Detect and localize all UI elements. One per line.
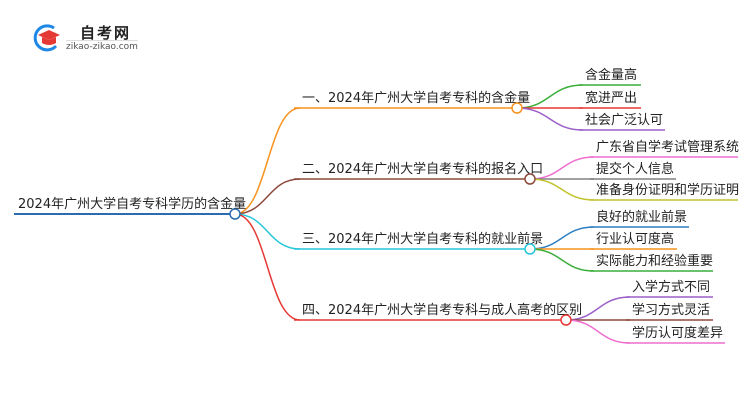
leaf-topic: 社会广泛认可: [585, 112, 663, 128]
root-topic: 2024年广州大学自考专科学历的含金量: [18, 196, 246, 212]
branch-topic: 三、2024年广州大学自考专科的就业前景: [302, 231, 543, 247]
leaf-topic: 提交个人信息: [596, 161, 674, 177]
leaf-connector: [529, 178, 595, 201]
branch-node-circle: [524, 243, 536, 255]
leaf-topic: 实际能力和经验重要: [596, 253, 713, 269]
leaf-topic: 行业认可度高: [596, 231, 674, 247]
leaf-connector: [516, 107, 584, 131]
branch-topic: 四、2024年广州大学自考专科与成人高考的区别: [302, 302, 582, 318]
leaf-topic: 准备身份证明和学历证明: [596, 182, 739, 198]
leaf-topic: 学习方式灵活: [632, 302, 710, 318]
branch-node-circle: [560, 314, 572, 326]
leaf-topic: 宽进严出: [585, 90, 637, 106]
leaf-connector: [529, 248, 595, 272]
root-branch-connector: [234, 213, 301, 321]
leaf-topic: 良好的就业前景: [596, 209, 687, 225]
root-branch-connector: [234, 178, 301, 215]
root-branch-connector: [234, 107, 301, 215]
root-branch-connector: [234, 213, 301, 250]
logo-title: 自考网: [80, 24, 132, 42]
graduation-cap-logo-icon: [33, 24, 60, 52]
root-node-circle: [229, 208, 241, 220]
leaf-connector: [565, 319, 631, 344]
leaf-topic: 入学方式不同: [632, 279, 710, 295]
logo-url: zikao-zikao.com: [66, 40, 138, 52]
branch-topic: 二、2024年广州大学自考专科的报名入口: [302, 161, 543, 177]
leaf-topic: 含金量高: [585, 67, 637, 83]
branch-topic: 一、2024年广州大学自考专科的含金量: [302, 90, 530, 106]
branch-node-circle: [511, 102, 523, 114]
branch-node-circle: [524, 173, 536, 185]
leaf-topic: 广东省自学考试管理系统: [596, 139, 739, 155]
leaf-topic: 学历认可度差异: [632, 325, 723, 341]
